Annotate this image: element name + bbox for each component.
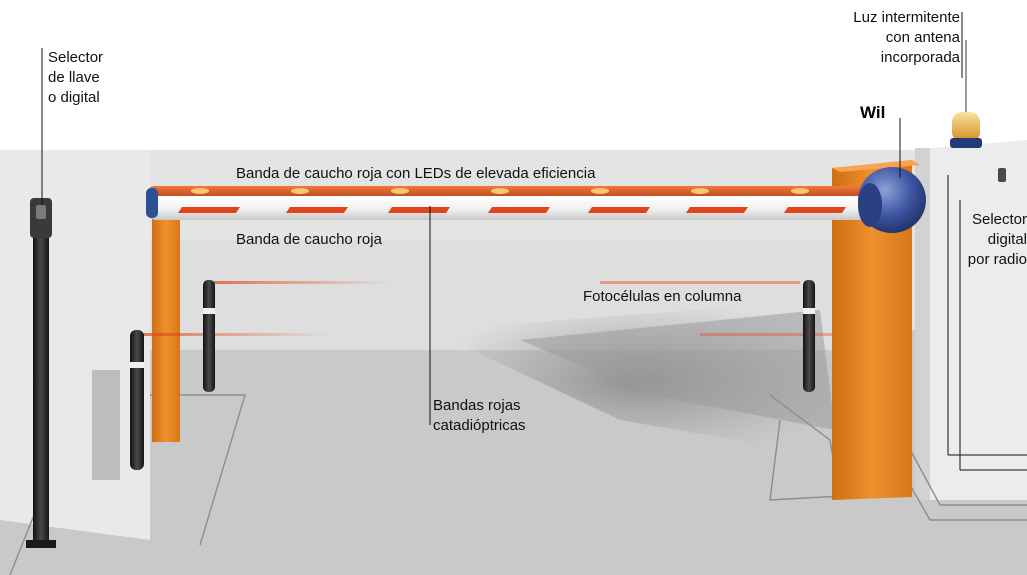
label-flashing-light-line2: con antena: [885, 29, 960, 46]
boom-arm: [146, 186, 890, 220]
photocell-beam-upper: [214, 281, 394, 284]
left-wall: [0, 150, 150, 540]
label-brand: Wil: [860, 103, 886, 122]
label-radio-selector-line1: Selector: [971, 211, 1027, 228]
label-flashing-light: Luz intermitente con antena incorporada: [853, 8, 960, 68]
label-led-band: Banda de caucho roja con LEDs de elevada…: [236, 165, 596, 182]
photocell-beam-right-upper: [600, 281, 800, 284]
right-wall-side: [915, 148, 930, 500]
label-photocells: Fotocélulas en columna: [583, 288, 742, 305]
flashing-light: [950, 40, 982, 148]
photocell-column-left-front: [130, 330, 144, 470]
left-wall-shadow: [92, 370, 120, 480]
label-reflective-bands-line1: Bandas rojas: [433, 397, 521, 414]
label-radio-selector: Selector digital por radio: [968, 210, 1027, 270]
key-selector-post: [26, 198, 56, 548]
leader-lines: [41, 12, 1027, 471]
barrier-shadow-core: [520, 310, 835, 430]
label-flashing-light-line3: incorporada: [880, 49, 960, 66]
reflective-bands: [178, 207, 846, 213]
label-flashing-light-line1: Luz intermitente: [853, 9, 960, 26]
photocell-column-left-back: [203, 280, 215, 392]
led-lights: [191, 188, 809, 194]
right-wall: [930, 140, 1027, 500]
label-rubber-band: Banda de caucho roja: [236, 231, 382, 248]
label-key-selector: Selector de llave o digital: [48, 48, 103, 108]
label-radio-selector-line2: digital: [987, 231, 1027, 248]
photocell-column-right-back: [803, 280, 815, 392]
label-key-selector-line3: o digital: [48, 89, 100, 106]
photocell-beam-right-lower: [700, 333, 870, 336]
boom-rest-support: [152, 196, 180, 442]
photocell-beam-lower: [140, 333, 330, 336]
label-radio-selector-line3: por radio: [967, 251, 1027, 268]
radio-selector-box: [998, 168, 1006, 182]
label-reflective-bands-line2: catadióptricas: [433, 417, 526, 434]
motor-hub: [858, 167, 926, 233]
label-key-selector-line1: Selector: [48, 49, 104, 66]
label-reflective-bands: Bandas rojas catadióptricas: [433, 396, 526, 436]
label-key-selector-line2: de llave: [48, 69, 100, 86]
barrier-cabinet: [832, 160, 920, 500]
